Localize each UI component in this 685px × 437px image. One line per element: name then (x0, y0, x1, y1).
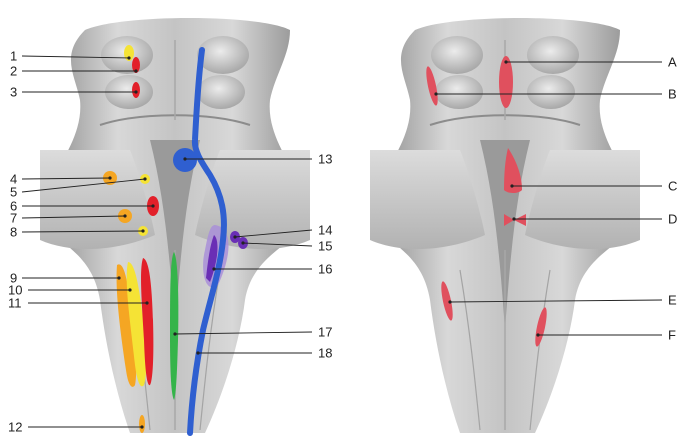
leader-dot-12 (140, 425, 143, 428)
label-12: 12 (8, 420, 22, 435)
leader-dot-5 (143, 177, 146, 180)
leader-dot-B (434, 92, 437, 95)
label-E: E (668, 293, 677, 308)
label-2: 2 (10, 64, 17, 79)
label-1: 1 (10, 49, 17, 64)
label-8: 8 (10, 225, 17, 240)
leader-dot-13 (183, 157, 186, 160)
leader-dot-D (512, 217, 515, 220)
leader-dot-7 (123, 214, 126, 217)
leader-dot-18 (196, 351, 199, 354)
nucleus-A (499, 56, 513, 108)
label-11: 11 (8, 296, 22, 311)
label-14: 14 (318, 223, 332, 238)
label-7: 7 (10, 211, 17, 226)
leader-dot-9 (117, 276, 120, 279)
label-15: 15 (318, 239, 332, 254)
leader-dot-8 (141, 229, 144, 232)
leader-dot-14 (233, 235, 236, 238)
label-17: 17 (318, 325, 332, 340)
left-brainstem (40, 18, 310, 433)
label-5: 5 (10, 185, 17, 200)
leader-dot-1 (127, 56, 130, 59)
leader-dot-15 (241, 241, 244, 244)
leader-dot-E (448, 300, 451, 303)
label-C: C (668, 179, 677, 194)
leader-dot-11 (145, 301, 148, 304)
leader-dot-10 (128, 288, 131, 291)
leader-dot-C (510, 184, 513, 187)
leader-dot-16 (212, 267, 215, 270)
label-13: 13 (318, 152, 332, 167)
label-F: F (668, 328, 676, 343)
leader-dot-A (504, 60, 507, 63)
nucleus-12 (139, 415, 145, 433)
label-D: D (668, 212, 677, 227)
nucleus-3 (132, 82, 140, 98)
label-B: B (668, 87, 677, 102)
leader-dot-F (536, 333, 539, 336)
label-3: 3 (10, 85, 17, 100)
label-A: A (668, 55, 677, 70)
leader-dot-6 (151, 204, 154, 207)
leader-dot-2 (134, 69, 137, 72)
label-16: 16 (318, 262, 332, 277)
leader-dot-17 (173, 332, 176, 335)
right-brainstem (370, 18, 640, 433)
leader-dot-3 (134, 90, 137, 93)
label-18: 18 (318, 346, 332, 361)
leader-dot-4 (108, 176, 111, 179)
